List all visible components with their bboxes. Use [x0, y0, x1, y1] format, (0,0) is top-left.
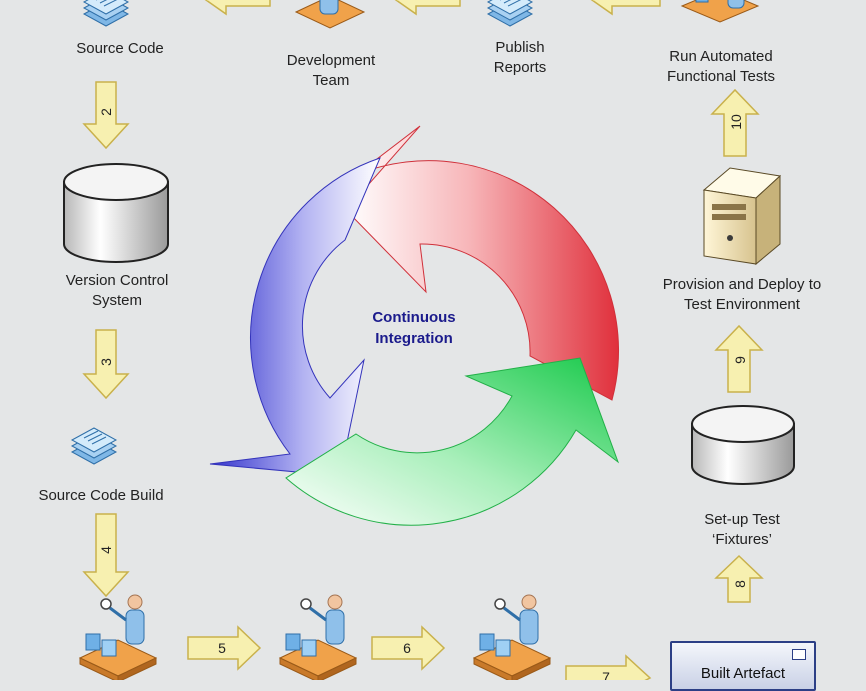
run-tests-label-line1: Run Automated — [669, 48, 773, 65]
run-tests-label-line2: Functional Tests — [666, 68, 776, 85]
green-cycle-arrow — [285, 357, 620, 526]
step-7: 7 — [602, 669, 610, 680]
publish-reports-label-line1: Publish — [495, 39, 545, 56]
center-title-line1: Continuous — [372, 309, 456, 326]
built-artefact-box: Built Artefact — [670, 641, 816, 691]
flow-arrow-3 — [82, 329, 130, 400]
artefact-component-icon — [792, 649, 806, 660]
source-code-icon — [83, 0, 129, 27]
flow-arrow-4 — [82, 513, 130, 598]
step-10: 10 — [728, 114, 744, 130]
provision-deploy-label: Provision and Deploy to Test Environment — [663, 275, 821, 315]
flow-arrow-2 — [82, 81, 130, 150]
built-artefact-label: Built Artefact — [700, 665, 786, 682]
flow-arrow-5 — [187, 625, 262, 671]
red-cycle-arrow — [345, 125, 619, 401]
source-code-label: Source Code — [76, 40, 164, 57]
test-fixtures-label-line2: ‘Fixtures’ — [711, 531, 773, 548]
flow-arrow-10 — [710, 88, 760, 157]
version-control-label: Version Control System — [66, 271, 169, 311]
step-3: 3 — [98, 358, 114, 366]
step-6: 6 — [403, 640, 411, 656]
publish-reports-icon — [487, 0, 533, 27]
package-worker-icon — [472, 593, 552, 680]
integration-test-worker-icon — [278, 593, 358, 680]
provision-deploy-label-line1: Provision and Deploy to — [662, 276, 822, 293]
step-5: 5 — [218, 640, 226, 656]
run-tests-icon — [680, 0, 760, 23]
flow-arrow-7 — [565, 654, 652, 680]
development-team-label-line2: Team — [312, 72, 350, 89]
version-control-label-line2: System — [91, 292, 142, 309]
flow-arrow-8 — [714, 554, 764, 603]
flow-arrow-top-1 — [204, 0, 271, 16]
test-fixtures-label-line1: Set-up Test — [704, 511, 780, 528]
flow-arrow-top-3 — [590, 0, 661, 16]
flow-arrow-9 — [714, 324, 764, 393]
development-team-label: Development Team — [287, 51, 375, 91]
test-fixtures-cylinder-icon — [691, 405, 795, 485]
publish-reports-label: Publish Reports — [494, 38, 547, 78]
flow-arrow-top-2 — [394, 0, 461, 16]
test-server-icon — [702, 167, 782, 266]
step-8: 8 — [732, 580, 748, 588]
continuous-integration-title: Continuous Integration — [372, 307, 455, 349]
version-control-cylinder-icon — [63, 163, 169, 263]
source-code-build-label: Source Code Build — [38, 487, 164, 504]
run-tests-label: Run Automated Functional Tests — [667, 47, 775, 87]
development-team-label-line1: Development — [286, 52, 376, 69]
step-4: 4 — [98, 546, 114, 554]
continuous-integration-cycle — [209, 125, 620, 526]
unit-test-worker-icon — [78, 593, 158, 680]
flow-arrow-6 — [371, 625, 446, 671]
version-control-label-line1: Version Control — [65, 272, 169, 289]
step-9: 9 — [732, 356, 748, 364]
step-2: 2 — [98, 108, 114, 116]
blue-cycle-arrow — [209, 157, 381, 477]
test-fixtures-label: Set-up Test ‘Fixtures’ — [704, 510, 780, 550]
center-title-line2: Integration — [375, 330, 453, 347]
development-team-icon — [294, 0, 366, 29]
publish-reports-label-line2: Reports — [493, 59, 547, 76]
source-code-build-icon — [71, 427, 117, 465]
provision-deploy-label-line2: Test Environment — [684, 296, 800, 313]
